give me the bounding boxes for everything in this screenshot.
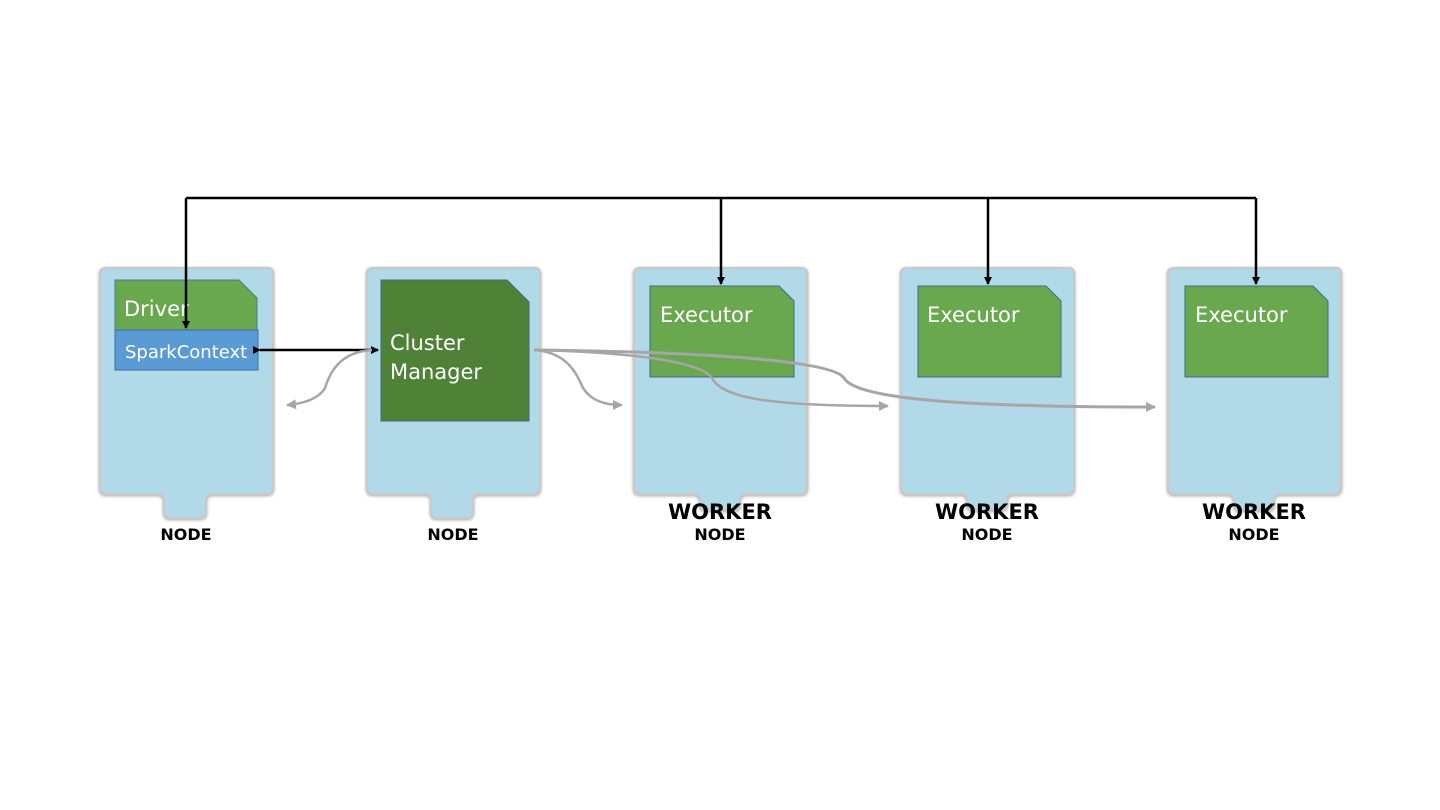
executor-label: Executor	[927, 303, 1020, 327]
node-secondary-label: NODE	[694, 525, 745, 544]
allocation-arrow-to-worker-3	[533, 348, 1156, 412]
resource-allocation-arrows	[286, 348, 1156, 412]
executor-box	[649, 285, 795, 378]
worker-node-2: Executor WORKER NODE	[900, 267, 1075, 544]
worker-node-3: Executor WORKER NODE	[1167, 267, 1342, 544]
driver-executor-connectors	[182, 196, 1260, 329]
node-primary-label: WORKER	[668, 500, 772, 524]
node-secondary-label: NODE	[1228, 525, 1279, 544]
executor-box	[917, 285, 1062, 378]
spark-context-box	[114, 329, 259, 371]
cluster-manager-box	[380, 279, 530, 422]
cluster-manager-label-line1: Cluster	[390, 331, 465, 355]
allocation-arrow-to-worker-2	[533, 348, 889, 411]
cluster-manager-label-line2: Manager	[390, 360, 482, 384]
allocation-arrow-to-driver-node	[286, 348, 373, 410]
node-secondary-label: NODE	[961, 525, 1012, 544]
allocation-arrow-to-worker-1	[533, 348, 623, 410]
executor-label: Executor	[1195, 303, 1288, 327]
cluster-manager-node: Cluster Manager NODE	[366, 267, 541, 544]
node-secondary-label: NODE	[427, 525, 478, 544]
node-primary-label: WORKER	[935, 500, 1039, 524]
driver-node: Driver SparkContext NODE	[99, 267, 274, 544]
node-secondary-label: NODE	[160, 525, 211, 544]
driver-label: Driver	[124, 297, 189, 321]
node-primary-label: WORKER	[1202, 500, 1306, 524]
worker-node-1: Executor WORKER NODE	[633, 267, 808, 544]
executor-box	[1184, 285, 1329, 378]
spark-context-label: SparkContext	[125, 342, 247, 363]
executor-label: Executor	[660, 303, 753, 327]
